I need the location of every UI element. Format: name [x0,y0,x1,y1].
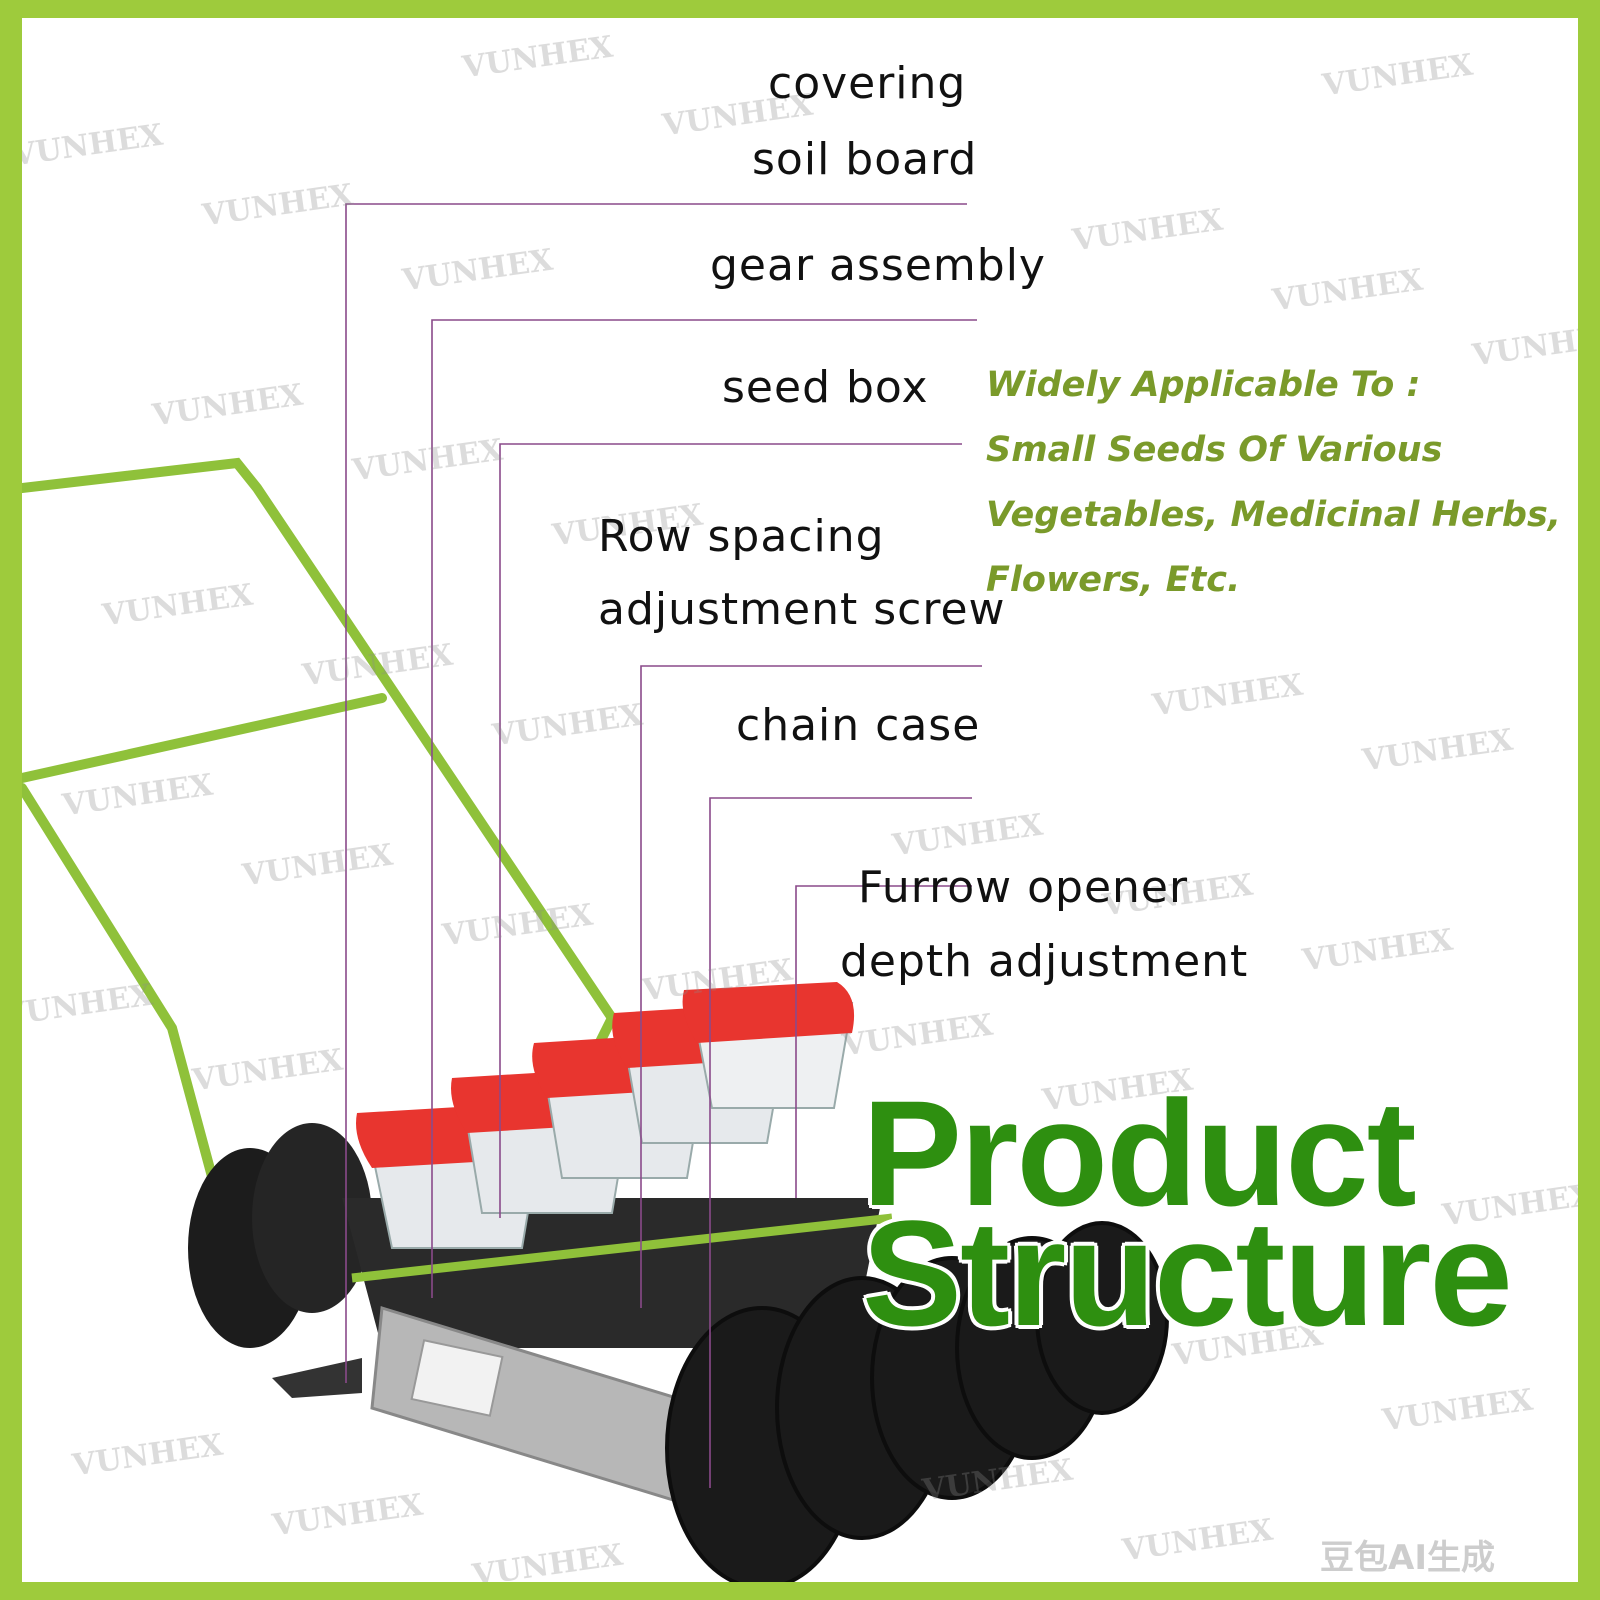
label-furrow-opener-line2: depth adjustment [840,936,1249,987]
application-line3: Vegetables, Medicinal Herbs, [986,495,1562,535]
headline-structure: Structure [862,1189,1513,1357]
application-line2: Small Seeds Of Various [986,430,1443,470]
white-panel: VUNHEX VUNHEX VUNHEX VUNHEX VUNHEX VUNHE… [22,18,1578,1582]
side-rail [351,1213,893,1283]
seeder-illustration [22,203,1169,1582]
label-row-spacing-line2: adjustment screw [598,584,1006,635]
seed-hoppers [356,982,855,1249]
front-wheels [665,1221,1169,1582]
rear-wheel [188,1123,372,1348]
label-chain-case: chain case [736,700,981,751]
label-covering-soil-board-line1: covering [768,58,967,109]
application-line1: Widely Applicable To : [986,365,1421,405]
chain-case-label [410,1339,504,1417]
seed-hopper [682,982,855,1109]
soil-board [272,1358,362,1398]
ai-generated-mark: 豆包AI生成 [1320,1538,1495,1578]
headline-product: Product [862,1069,1417,1237]
label-row-spacing-line1: Row spacing [598,511,885,562]
label-gear-assembly: gear assembly [710,240,1046,291]
label-covering-soil-board-line2: soil board [752,134,978,185]
application-line4: Flowers, Etc. [986,560,1241,600]
label-seed-box: seed box [722,362,929,413]
label-furrow-opener-line1: Furrow opener [858,862,1189,913]
leader-lines [345,203,982,1488]
